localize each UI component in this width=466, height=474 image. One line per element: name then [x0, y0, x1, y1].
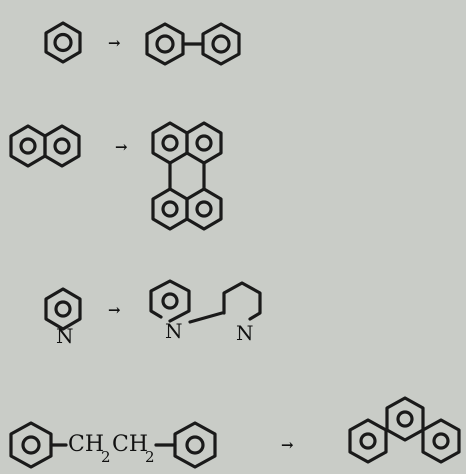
- reaction-row-3: N → N N: [44, 279, 262, 348]
- aromatic-circle: [54, 300, 72, 318]
- reaction-arrow: →: [108, 301, 121, 319]
- reaction-arrow: →: [281, 436, 294, 454]
- bibenzyl: CH 2 CH 2: [9, 421, 217, 469]
- aromatic-circle: [155, 34, 175, 54]
- ch2-group-right: CH: [112, 432, 148, 457]
- biphenyl: [145, 22, 241, 66]
- aromatic-circle: [53, 137, 71, 155]
- aromatic-circle: [195, 134, 213, 152]
- ring-top-left: [151, 121, 189, 165]
- ring-middle: [385, 396, 425, 442]
- aromatic-circle: [211, 34, 231, 54]
- reaction-row-2: →: [9, 121, 223, 231]
- reaction-row-1: →: [44, 21, 241, 66]
- biphenyl-right-ring: [201, 22, 241, 66]
- ring-left: [348, 418, 388, 464]
- ch2-group-left: CH: [68, 432, 104, 457]
- aromatic-circle: [161, 200, 179, 218]
- hexagon-bonds: [44, 21, 82, 64]
- aromatic-circle: [396, 410, 414, 428]
- binaphthyl: [151, 121, 223, 231]
- aromatic-circle: [185, 435, 205, 455]
- left-pyridine-ring: [149, 279, 191, 323]
- naphthalene: [9, 124, 81, 168]
- bipyridine: N N: [149, 279, 262, 345]
- ring-right: [421, 418, 461, 464]
- pyridine: N: [44, 287, 82, 348]
- pyridine-nitrogen: N: [56, 324, 74, 348]
- aromatic-circle: [19, 137, 37, 155]
- reaction-row-4: CH 2 CH 2 →: [9, 396, 461, 469]
- right-pyridine-ring: [222, 281, 262, 321]
- bipyridine-nitrogen-right: N: [236, 321, 254, 345]
- reaction-arrow: →: [115, 138, 128, 156]
- pyridine-ring: [44, 287, 82, 331]
- aromatic-circle: [359, 432, 377, 450]
- aromatic-circle: [195, 200, 213, 218]
- naphthalene-left-ring: [9, 124, 47, 168]
- benzene-ring: [44, 21, 82, 64]
- reaction-arrow: →: [108, 34, 121, 52]
- aromatic-circle: [161, 134, 179, 152]
- aromatic-circle: [21, 435, 41, 455]
- aromatic-circle: [161, 292, 179, 310]
- aromatic-circle: [53, 32, 73, 53]
- aromatic-circle: [432, 432, 450, 450]
- bipyridine-nitrogen-left: N: [165, 319, 183, 343]
- ring-bottom-left: [151, 187, 189, 231]
- ring-bottom-right: [185, 187, 223, 231]
- bibenzyl-right-ring: [173, 421, 217, 469]
- bibenzyl-left-ring: [9, 421, 53, 469]
- biaryl-bond: [188, 311, 224, 324]
- ch2-subscript-left: 2: [101, 448, 111, 466]
- biphenyl-left-ring: [145, 22, 185, 66]
- naphthalene-right-ring: [43, 124, 81, 168]
- ch2-subscript-right: 2: [145, 448, 155, 466]
- ring-top-right: [185, 121, 223, 165]
- phenanthrene: [348, 396, 461, 464]
